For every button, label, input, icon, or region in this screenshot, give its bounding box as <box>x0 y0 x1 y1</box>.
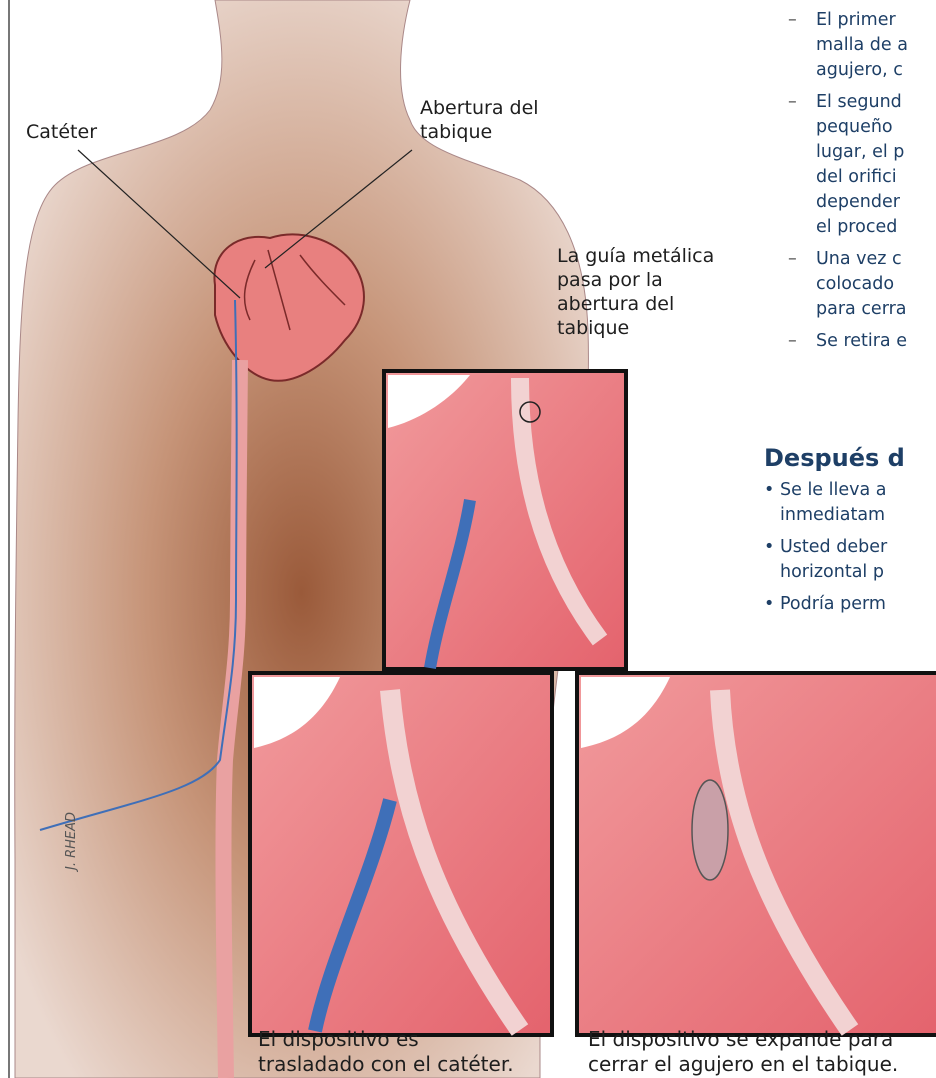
after-bullet: • Se le lleva a inmediatam <box>764 478 936 528</box>
caption-device-expands: El dispositivo se expande para cerrar el… <box>588 1027 898 1077</box>
after-bullet: • Usted deber horizontal p <box>764 535 936 585</box>
procedure-steps: – El primer malla de a agujero, c – El s… <box>788 8 936 361</box>
after-bullet: • Podría perm <box>764 592 936 617</box>
inset-device-expands <box>577 673 936 1035</box>
after-heading: Después d <box>764 444 936 472</box>
inset-guidewire <box>384 371 626 669</box>
procedure-step: – El primer malla de a agujero, c <box>788 8 936 83</box>
caption-device-moved: El dispositivo es trasladado con el caté… <box>258 1027 514 1077</box>
illustrator-signature: J. RHEAD <box>64 812 79 870</box>
after-section: Después d • Se le lleva a inmediatam • U… <box>764 444 936 624</box>
label-catheter: Catéter <box>26 120 97 144</box>
procedure-step: – Una vez c colocado para cerra <box>788 247 936 322</box>
label-guidewire: La guía metálica pasa por la abertura de… <box>557 244 714 340</box>
procedure-step: – El segund pequeño lugar, el p del orif… <box>788 90 936 240</box>
procedure-step: – Se retira e <box>788 329 936 354</box>
label-septum-opening: Abertura del tabique <box>420 96 539 144</box>
inset-device-moved <box>250 673 552 1035</box>
